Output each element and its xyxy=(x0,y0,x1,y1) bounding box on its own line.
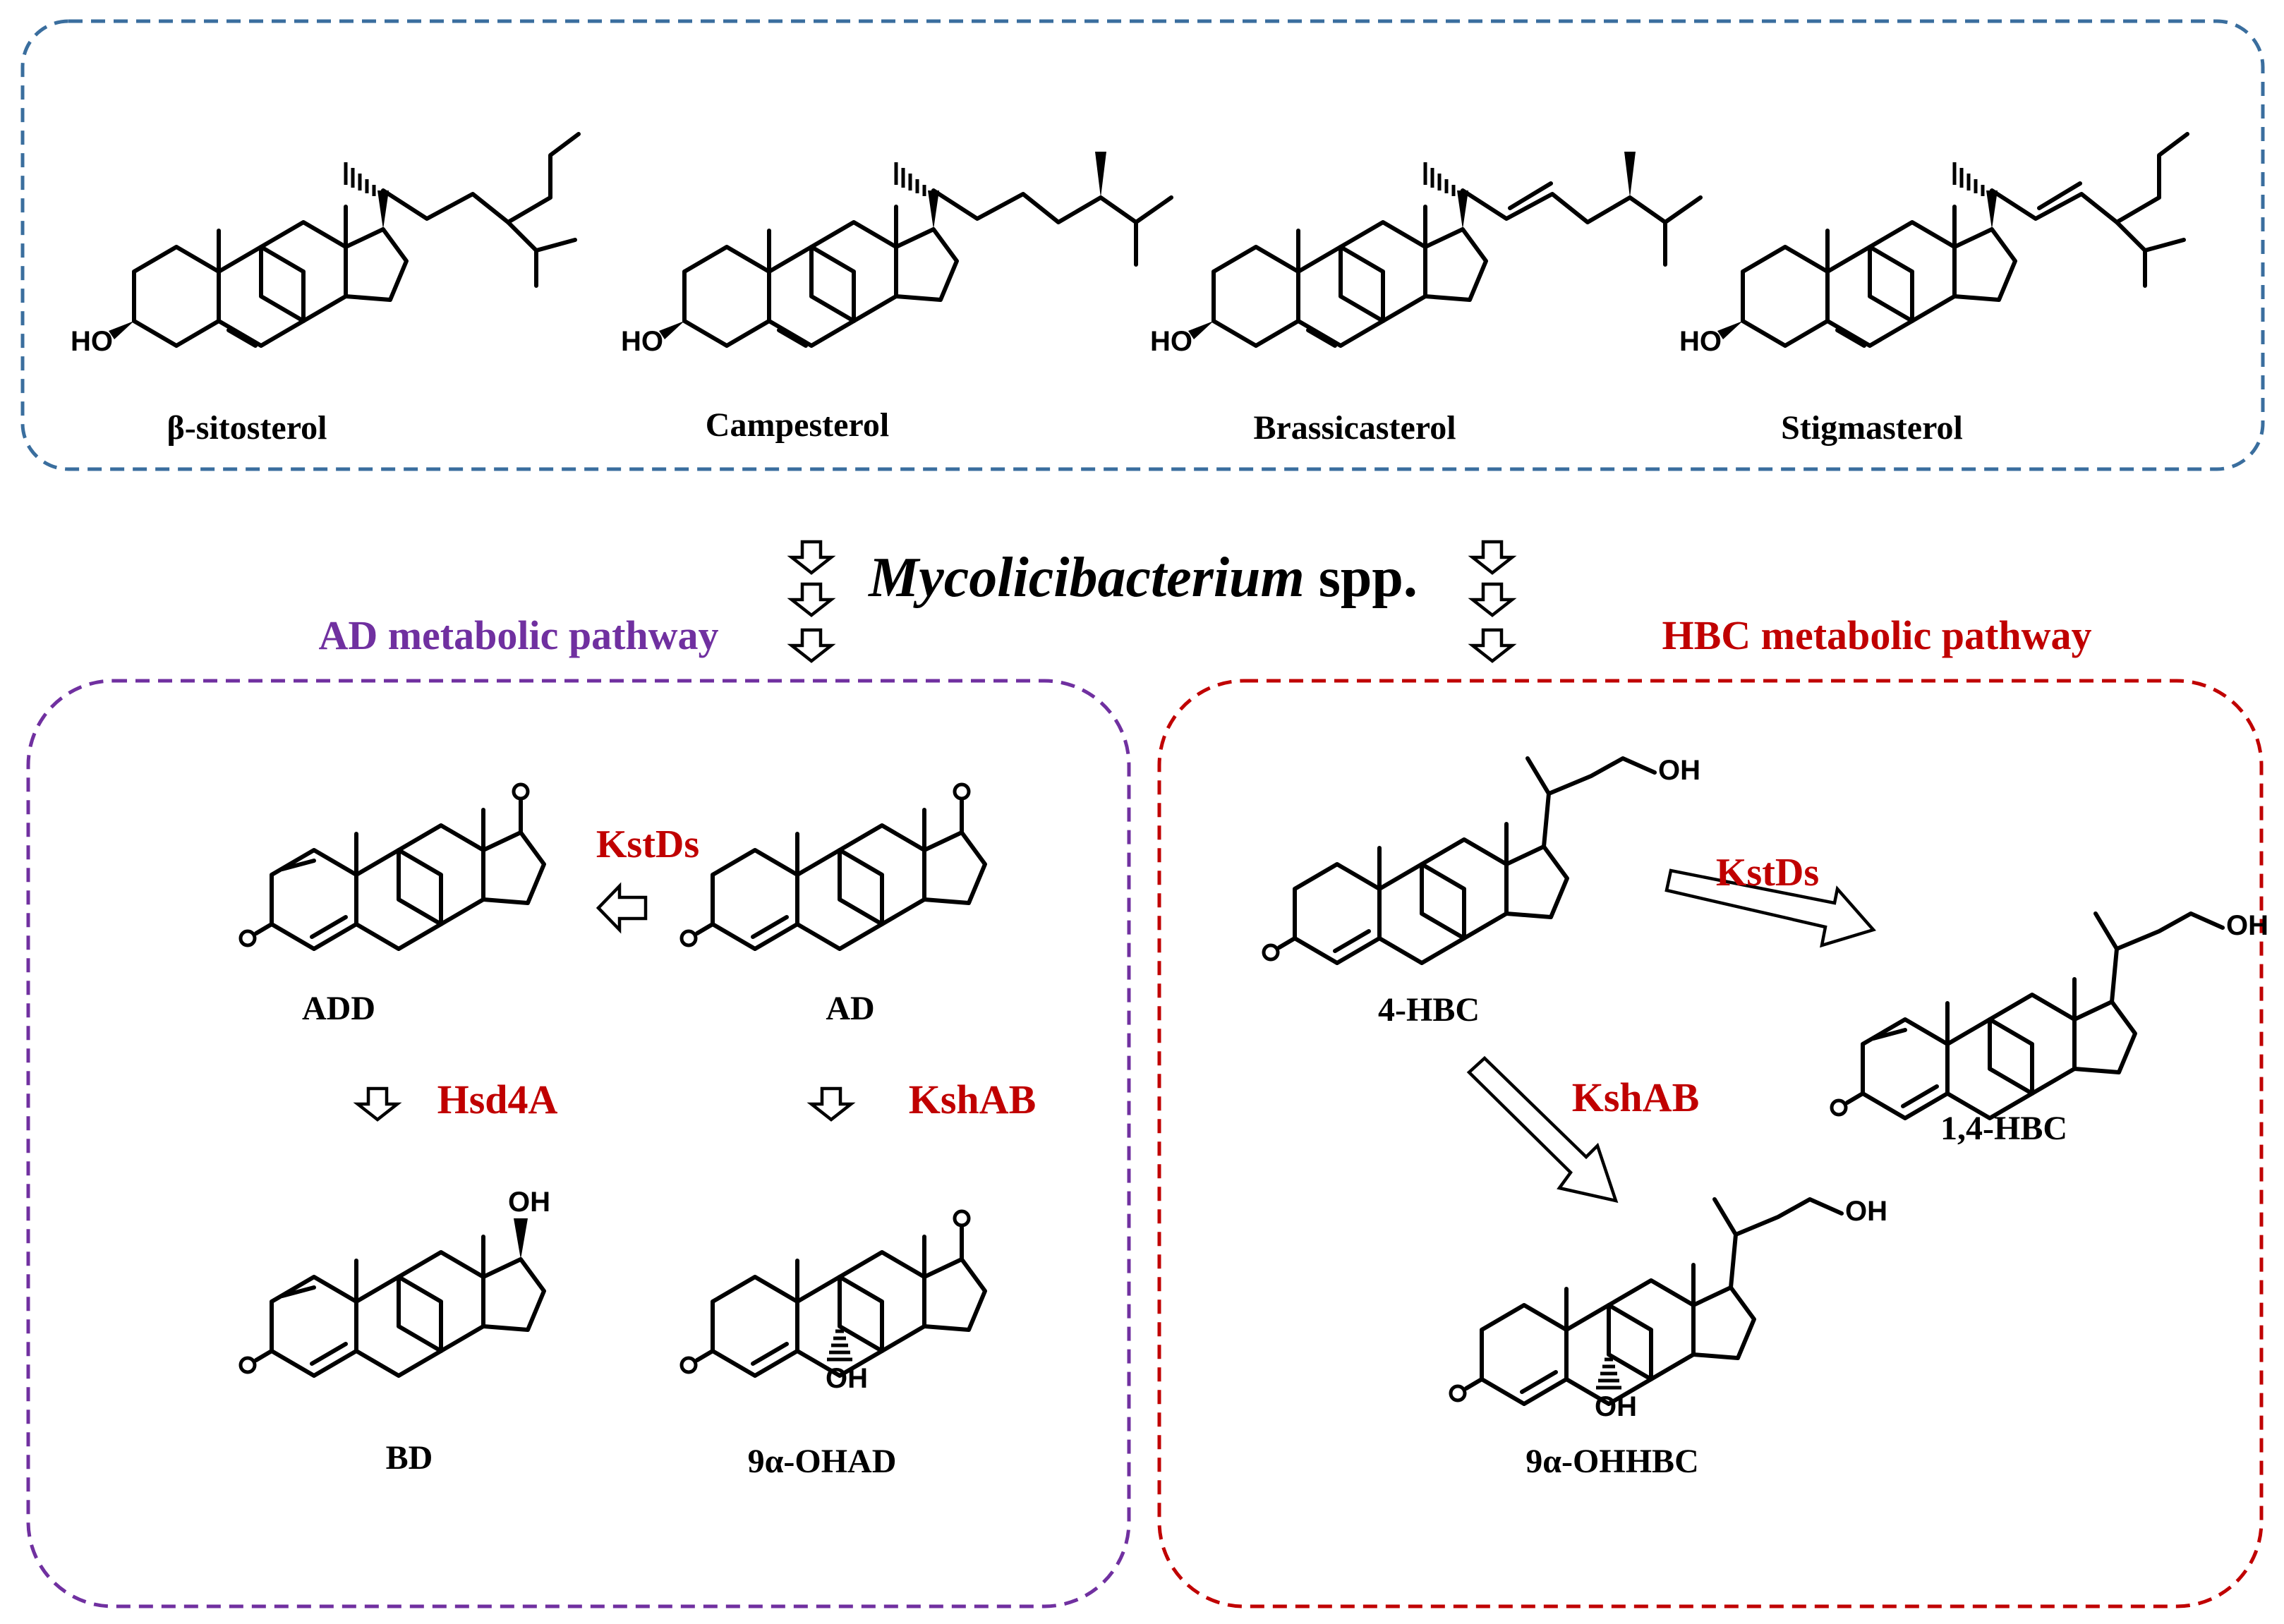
organism-genus: Mycolicibacterium xyxy=(867,547,1305,609)
hydroxyl-label: OH xyxy=(826,1363,868,1394)
hollow-left-arrow-icon xyxy=(596,882,648,934)
hbc14-label: 1,4-HBC xyxy=(1940,1110,2067,1147)
hollow-down-arrow-icon xyxy=(792,542,831,573)
hbc4-structure: OH xyxy=(1264,755,1700,963)
hollow-down-arrow-icon xyxy=(792,584,831,615)
hbc4-label: 4-HBC xyxy=(1378,991,1480,1029)
hydroxyl-label: OH xyxy=(1595,1391,1637,1422)
ad-pathway-box xyxy=(26,679,1131,1608)
bd-structure: OH xyxy=(241,1187,550,1376)
hollow-down-arrow-icon xyxy=(358,1089,397,1120)
campesterol-structure: HO xyxy=(621,152,1173,357)
organism-suffix: spp. xyxy=(1305,547,1418,609)
hydroxyl-label: OH xyxy=(508,1187,550,1218)
beta-sitosterol-structure: HO xyxy=(71,132,581,357)
hbc-pathway-title: HBC metabolic pathway xyxy=(1662,612,2092,658)
organism-arrows-right xyxy=(1473,542,1512,661)
beta-sitosterol-label: β-sitosterol xyxy=(167,409,327,447)
bd-label: BD xyxy=(386,1439,433,1477)
stigmasterol-label: Stigmasterol xyxy=(1781,409,1963,447)
ad-kstds-enzyme: KstDs xyxy=(596,823,699,866)
ad-kshab-enzyme: KshAB xyxy=(909,1077,1037,1122)
hbc-kstds-enzyme: KstDs xyxy=(1716,851,1819,895)
ad-label: AD xyxy=(826,990,874,1027)
hydroxyl-label: HO xyxy=(71,326,113,357)
hollow-down-arrow-icon xyxy=(792,630,831,661)
hbc14-structure: OH xyxy=(1832,910,2268,1118)
stigmasterol-structure: HO xyxy=(1679,132,2189,357)
add-structure xyxy=(241,784,544,949)
organism-arrows-left xyxy=(792,542,831,661)
hydroxyl-label: OH xyxy=(1658,755,1700,786)
hydroxyl-label: OH xyxy=(1845,1196,1887,1227)
ad-structure xyxy=(682,784,985,949)
hbc-kshab-enzyme: KshAB xyxy=(1572,1074,1700,1120)
ohad-label: 9α-OHAD xyxy=(748,1443,897,1480)
hollow-down-arrow-icon xyxy=(1473,542,1512,573)
hsd4a-enzyme: Hsd4A xyxy=(437,1077,558,1122)
ohhbc-label: 9α-OHHBC xyxy=(1525,1443,1698,1480)
hydroxyl-label: HO xyxy=(1150,326,1192,357)
hollow-down-arrow-icon xyxy=(811,1089,851,1120)
hollow-down-arrow-icon xyxy=(1473,584,1512,615)
hollow-diagonal-arrow-icon xyxy=(1466,1055,1619,1204)
campesterol-label: Campesterol xyxy=(706,406,889,444)
add-label: ADD xyxy=(302,990,375,1027)
ad-pathway-title: AD metabolic pathway xyxy=(318,612,718,658)
sterol-box xyxy=(20,19,2265,471)
organism-label: Mycolicibacterium spp. xyxy=(867,547,1418,609)
brassicasterol-structure: HO xyxy=(1150,152,1703,357)
ohad-structure: OH xyxy=(682,1211,985,1394)
ohhbc-structure: OH OH xyxy=(1451,1196,1887,1422)
hbc-pathway-box xyxy=(1157,679,2264,1608)
brassicasterol-label: Brassicasterol xyxy=(1253,409,1456,447)
hydroxyl-label: OH xyxy=(2226,910,2268,941)
hollow-diagonal-arrow-icon xyxy=(1664,868,1877,948)
hollow-down-arrow-icon xyxy=(1473,630,1512,661)
hydroxyl-label: HO xyxy=(621,326,663,357)
hydroxyl-label: HO xyxy=(1679,326,1722,357)
